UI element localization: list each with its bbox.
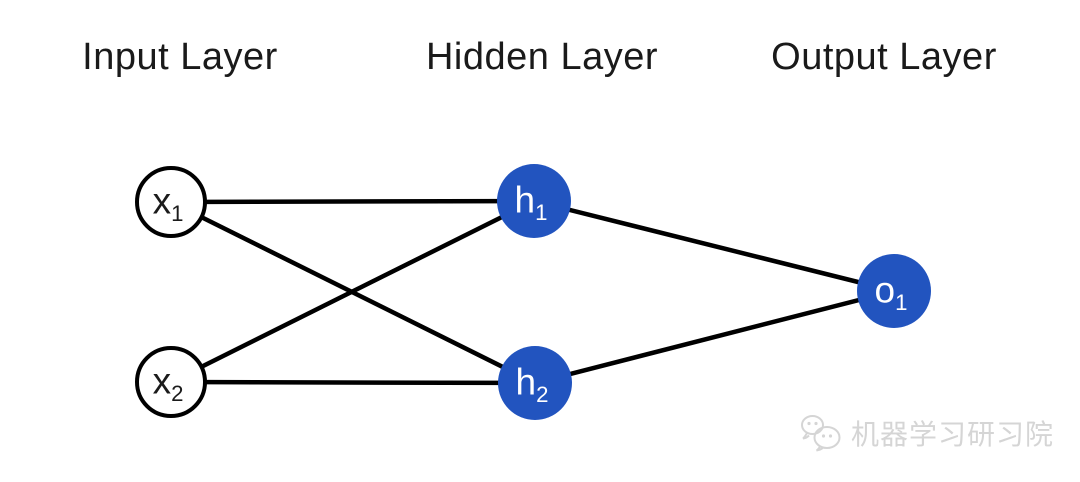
node-circle-x1: [135, 166, 207, 238]
node-circle-h2: [498, 346, 572, 420]
wechat-icon: [800, 415, 841, 452]
node-circle-x2: [135, 346, 207, 418]
edge-h1-o1: [533, 198, 895, 294]
edges-group: [169, 198, 895, 386]
hidden-layer-title: Hidden Layer: [425, 36, 659, 78]
watermark: 机器学习研习院: [799, 413, 1054, 453]
watermark-text: 机器学习研习院: [850, 419, 1054, 450]
edge-h2-o1: [534, 288, 895, 386]
edge-x1-h1: [170, 198, 535, 205]
edge-x2-h2: [170, 379, 536, 386]
node-circle-o1: [857, 254, 931, 328]
edge-x2-h1: [169, 198, 536, 385]
node-circle-h1: [497, 164, 571, 238]
nodes-group: [135, 164, 931, 420]
output-layer-title: Output Layer: [771, 36, 997, 78]
input-layer-title: Input Layer: [82, 36, 278, 78]
